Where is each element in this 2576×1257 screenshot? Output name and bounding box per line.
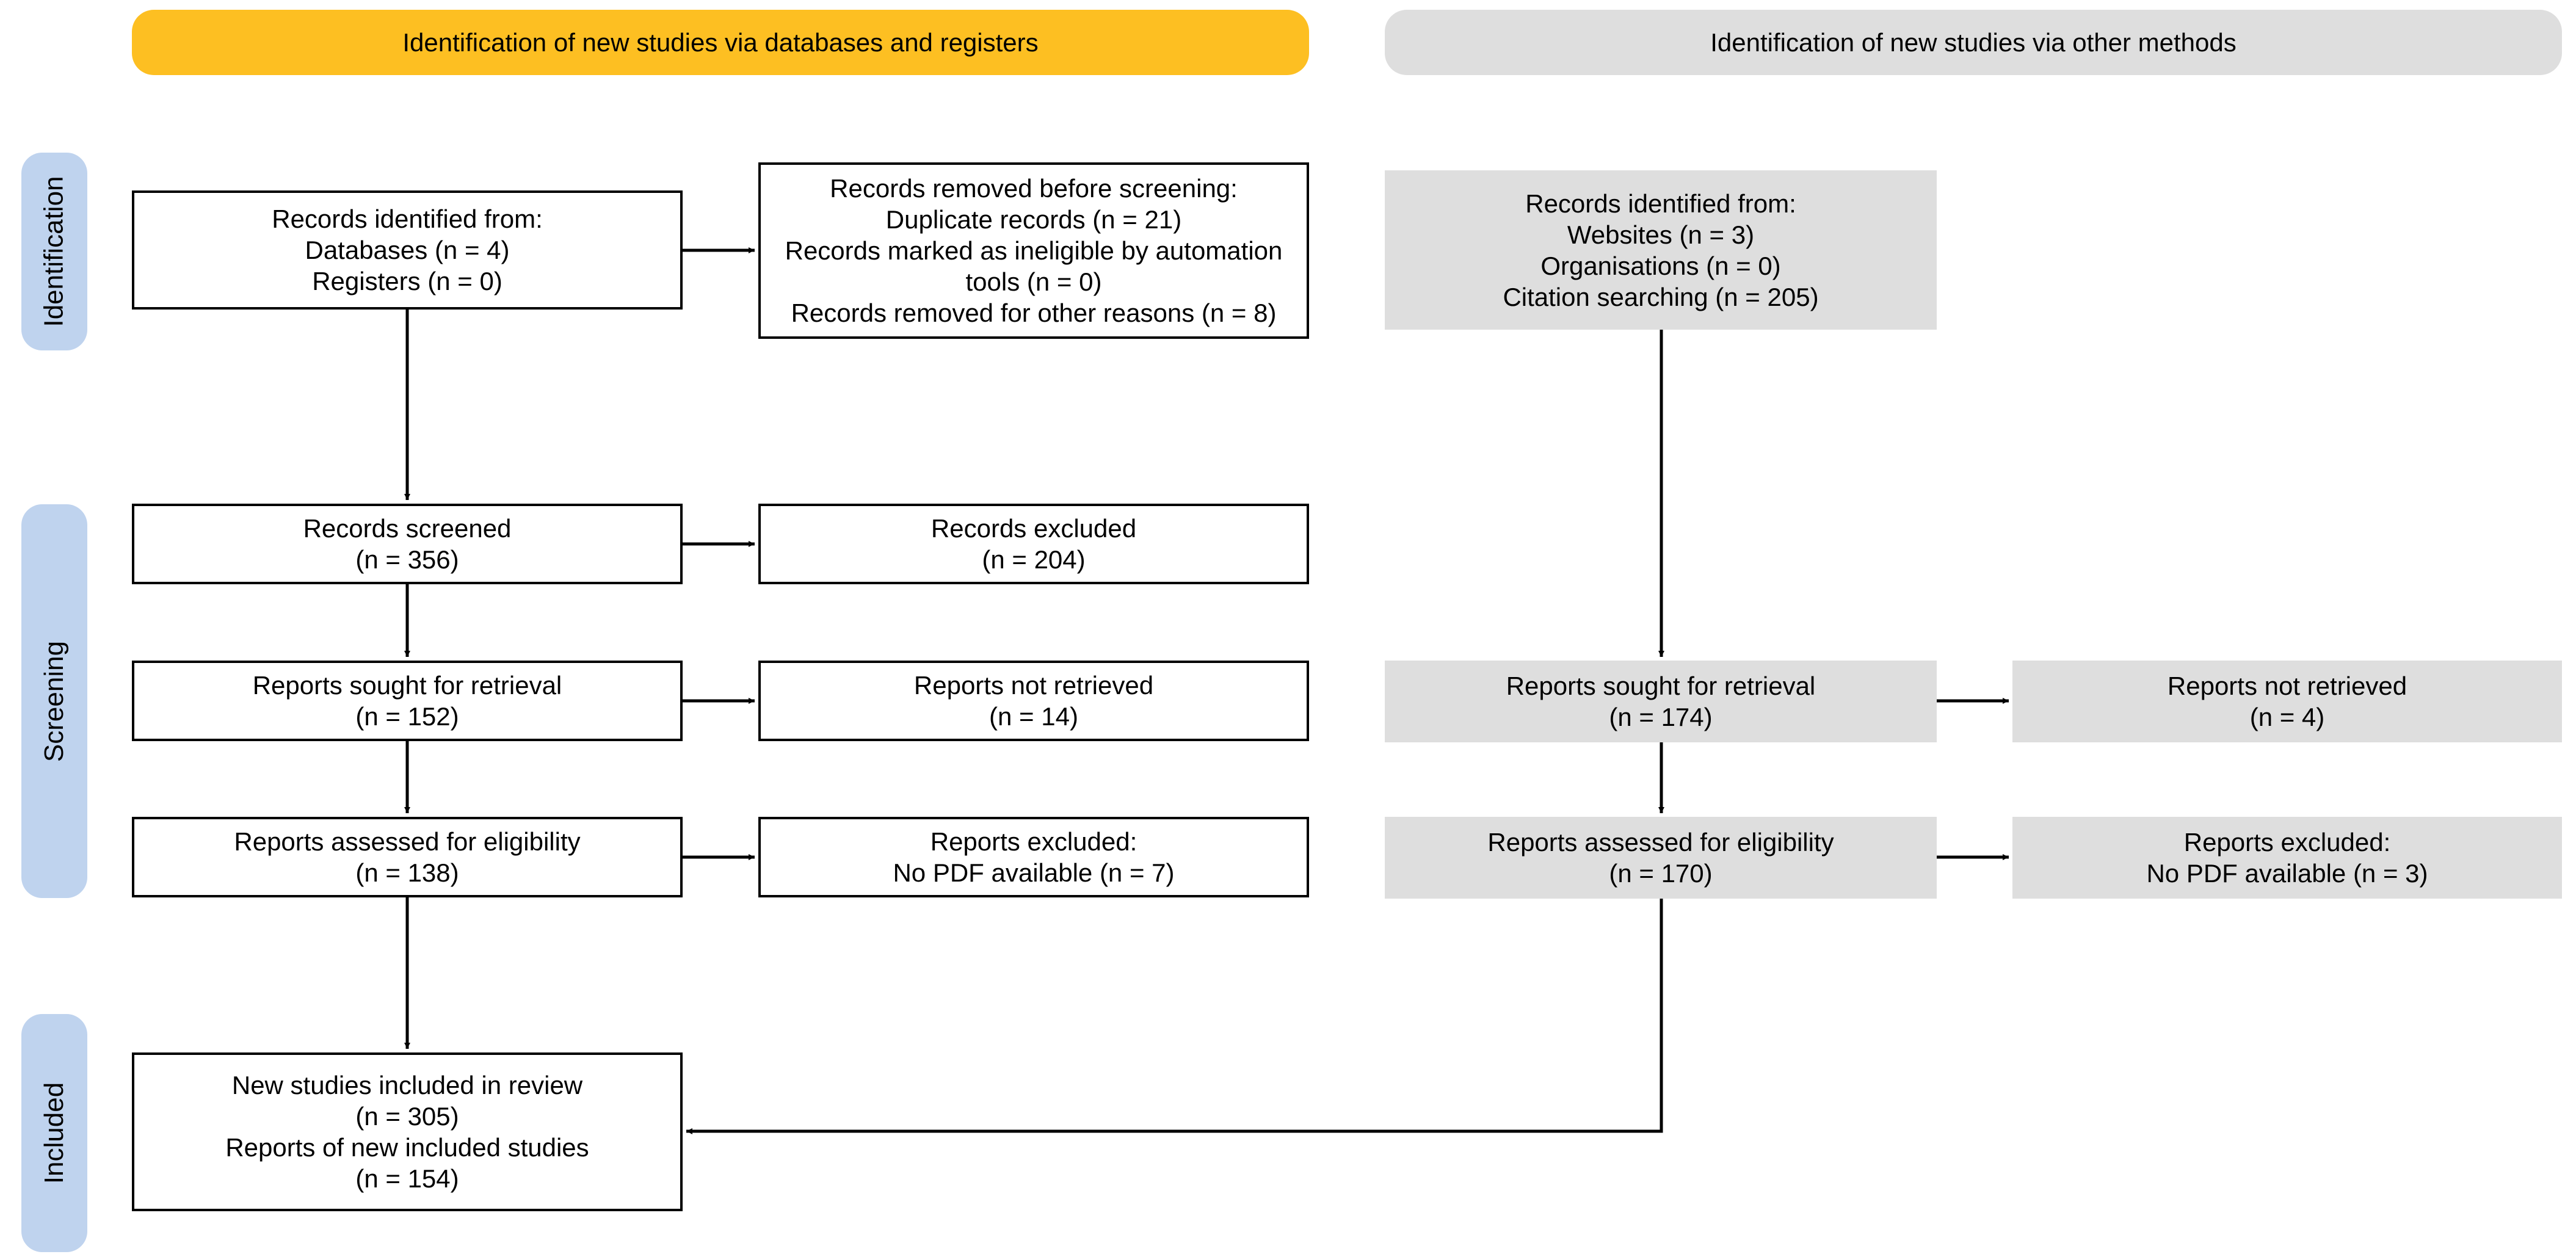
phase-identification: Identification — [21, 153, 87, 350]
box-text-line: Reports of new included studies — [225, 1133, 589, 1162]
header-databases-registers: Identification of new studies via databa… — [132, 10, 1309, 75]
box-reports-assessed: Reports assessed for eligibility (n = 13… — [132, 817, 683, 897]
box-text-line: Organisations (n = 0) — [1540, 251, 1781, 280]
box-text-line: (n = 204) — [982, 545, 1086, 574]
box-text-line: Reports excluded: — [930, 827, 1137, 856]
box-text-line: Reports assessed for eligibility — [234, 827, 581, 856]
box-records-screened: Records screened (n = 356) — [132, 504, 683, 584]
box-text-line: Records screened — [303, 514, 512, 543]
header-other-methods: Identification of new studies via other … — [1385, 10, 2562, 75]
box-text-line: Records identified from: — [272, 205, 543, 233]
box-text-line: Reports sought for retrieval — [252, 671, 562, 700]
box-reports-not-retrieved: Reports not retrieved (n = 14) — [758, 661, 1309, 741]
box-text-line: Websites (n = 3) — [1567, 220, 1755, 249]
box-other-reports-excluded: Reports excluded: No PDF available (n = … — [2012, 817, 2562, 899]
phase-included: Included — [21, 1014, 87, 1252]
box-text-line: Records removed for other reasons (n = 8… — [791, 299, 1277, 327]
box-text-line: (n = 356) — [355, 545, 459, 574]
box-text-line: Records removed before screening: — [830, 174, 1238, 203]
box-reports-excluded: Reports excluded: No PDF available (n = … — [758, 817, 1309, 897]
box-text-line: (n = 152) — [355, 702, 459, 731]
box-text-line: Reports excluded: — [2183, 828, 2391, 857]
box-text-line: (n = 174) — [1609, 703, 1713, 731]
box-other-reports-sought: Reports sought for retrieval (n = 174) — [1385, 661, 1937, 742]
box-text-line: (n = 305) — [355, 1102, 459, 1131]
header-databases-registers-label: Identification of new studies via databa… — [402, 27, 1039, 57]
box-other-reports-assessed: Reports assessed for eligibility (n = 17… — [1385, 817, 1937, 899]
box-text-line: No PDF available (n = 7) — [893, 858, 1175, 887]
box-text-line: Records marked as ineligible by automati… — [785, 236, 1283, 265]
box-text-line: (n = 138) — [355, 858, 459, 887]
box-text-line: Citation searching (n = 205) — [1503, 282, 1819, 311]
box-text-line: New studies included in review — [231, 1071, 583, 1099]
box-records-excluded: Records excluded (n = 204) — [758, 504, 1309, 584]
box-text-line: Records excluded — [931, 514, 1137, 543]
box-records-removed: Records removed before screening: Duplic… — [758, 162, 1309, 339]
phase-screening: Screening — [21, 504, 87, 898]
header-other-methods-label: Identification of new studies via other … — [1710, 27, 2237, 57]
box-text-line: Reports not retrieved — [2167, 672, 2407, 700]
box-text-line: Duplicate records (n = 21) — [885, 205, 1182, 234]
box-text-line: (n = 4) — [2249, 703, 2325, 731]
arrow-other-assessed-to-included — [686, 899, 1663, 1134]
box-text-line: (n = 154) — [355, 1164, 459, 1193]
box-text-line: Databases (n = 4) — [305, 236, 510, 264]
box-other-reports-not-retrieved: Reports not retrieved (n = 4) — [2012, 661, 2562, 742]
box-records-identified: Records identified from: Databases (n = … — [132, 190, 683, 310]
box-studies-included: New studies included in review (n = 305)… — [132, 1052, 683, 1211]
box-text-line: Records identified from: — [1525, 189, 1796, 218]
box-text-line: Reports sought for retrieval — [1506, 672, 1816, 700]
box-text-line: Registers (n = 0) — [312, 267, 503, 295]
box-text-line: Reports not retrieved — [913, 671, 1154, 700]
box-text-line: (n = 170) — [1609, 859, 1713, 888]
box-text-line: Reports assessed for eligibility — [1487, 828, 1834, 857]
box-other-records-identified: Records identified from: Websites (n = 3… — [1385, 170, 1937, 330]
box-reports-sought: Reports sought for retrieval (n = 152) — [132, 661, 683, 741]
box-text-line: (n = 14) — [989, 702, 1078, 731]
box-text-line: No PDF available (n = 3) — [2146, 859, 2428, 888]
box-text-line: tools (n = 0) — [965, 267, 1102, 296]
